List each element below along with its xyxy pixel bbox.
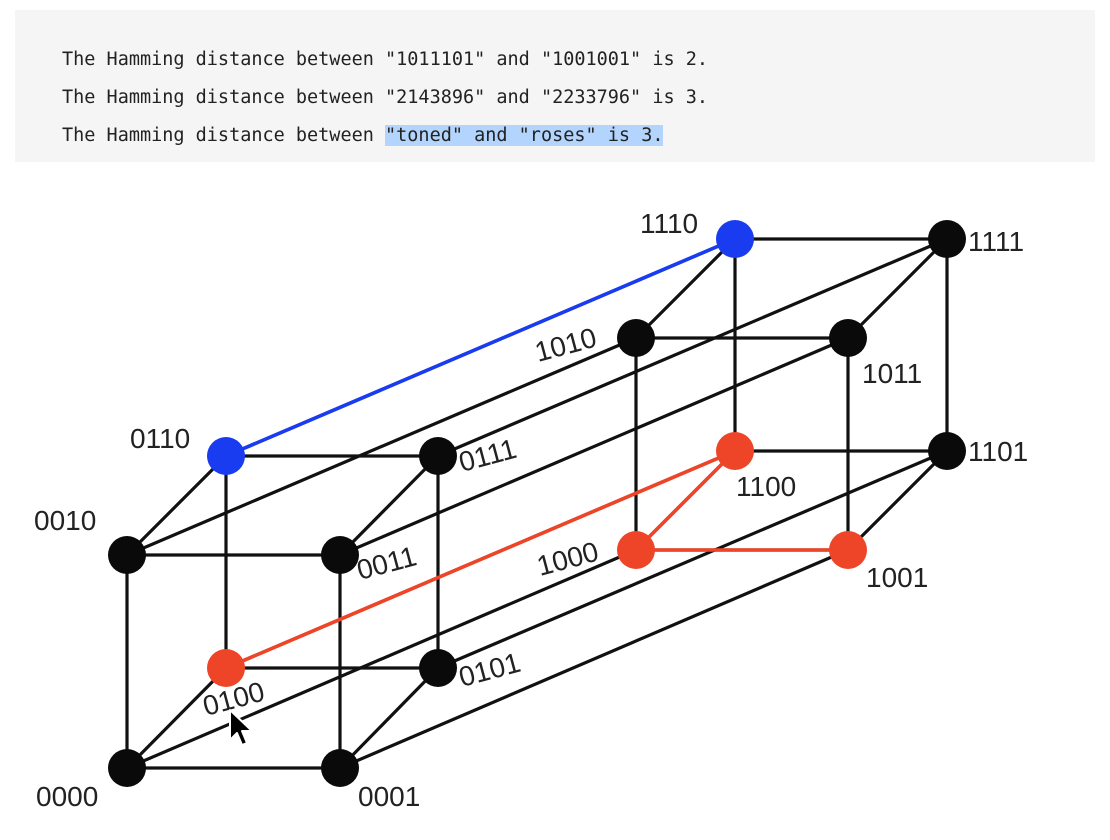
- output-line-1-prefix: The Hamming distance between: [62, 49, 386, 70]
- vertex-0100: [207, 649, 245, 687]
- output-line-2-prefix: The Hamming distance between: [62, 87, 386, 108]
- edge-0000-0100: [125, 666, 228, 770]
- edge-0111-1111: [437, 237, 948, 458]
- vertex-label-1111: 1111: [968, 226, 1024, 257]
- vertex-0001: [321, 749, 359, 787]
- output-line-2: The Hamming distance between "2143896" a…: [62, 85, 708, 111]
- vertex-1010: [617, 319, 655, 357]
- output-panel: The Hamming distance between "1011101" a…: [15, 10, 1095, 162]
- vertex-1110: [716, 220, 754, 258]
- vertex-label-1001: 1001: [866, 562, 928, 593]
- vertex-label-0001: 0001: [358, 781, 420, 812]
- vertex-1000: [617, 531, 655, 569]
- edge-0011-1011: [339, 336, 849, 557]
- vertex-0011: [321, 536, 359, 574]
- edge-0011-0111: [338, 454, 440, 557]
- vertex-label-1110: 1110: [640, 208, 698, 239]
- edge-1011-1111: [846, 237, 949, 340]
- vertex-label-1010: 1010: [532, 322, 600, 368]
- edge-0000-1000: [126, 548, 637, 770]
- vertex-0110: [207, 437, 245, 475]
- vertex-label-0101: 0101: [456, 647, 524, 693]
- blue-path-0110-1110: [225, 237, 736, 458]
- highlighted-paths-layer: [225, 237, 848, 670]
- vertices-layer: [108, 220, 966, 787]
- vertex-labels-layer: 1000 1001 1010 1011 1100 1101 1110 1111 0000 0001…: [34, 208, 1028, 812]
- vertex-label-0010: 0010: [34, 505, 96, 536]
- output-line-2-text: "2143896" and "2233796" is 3.: [385, 87, 709, 108]
- edge-0010-0110: [125, 454, 228, 557]
- edge-0001-0101: [338, 666, 440, 770]
- vertex-1011: [829, 319, 867, 357]
- vertex-1101: [928, 432, 966, 470]
- vertex-label-1100: 1100: [736, 471, 796, 502]
- vertex-label-1000: 1000: [534, 536, 602, 582]
- edge-0001-1001: [339, 548, 849, 770]
- vertex-label-0111: 0111: [456, 433, 520, 478]
- vertex-label-0110: 0110: [130, 423, 190, 454]
- edge-0010-1010: [126, 336, 637, 557]
- vertex-label-0011: 0011: [354, 540, 420, 586]
- edge-0101-1101: [437, 449, 948, 670]
- edge-1010-1110: [634, 237, 737, 340]
- vertex-1100: [716, 432, 754, 470]
- vertex-1001: [829, 531, 867, 569]
- vertex-1111: [928, 220, 966, 258]
- vertex-0010: [108, 536, 146, 574]
- mouse-pointer-icon: [228, 708, 258, 755]
- edge-1001-1101: [846, 449, 949, 552]
- vertex-0000: [108, 749, 146, 787]
- vertex-0111: [419, 437, 457, 475]
- red-path-1100-1000: [634, 449, 737, 552]
- red-path-0100-1100: [225, 449, 736, 670]
- vertex-0101: [419, 649, 457, 687]
- vertex-label-1101: 1101: [968, 436, 1028, 467]
- output-line-3-prefix: The Hamming distance between: [62, 125, 386, 146]
- vertex-label-0000: 0000: [36, 781, 98, 812]
- output-line-3: The Hamming distance between "toned" and…: [62, 123, 664, 149]
- output-line-3-selection: "toned" and "roses" is 3.: [385, 125, 664, 146]
- output-line-1-text: "1011101" and "1001001" is 2.: [385, 49, 709, 70]
- vertex-label-1011: 1011: [862, 358, 922, 389]
- output-line-1: The Hamming distance between "1011101" a…: [62, 47, 708, 73]
